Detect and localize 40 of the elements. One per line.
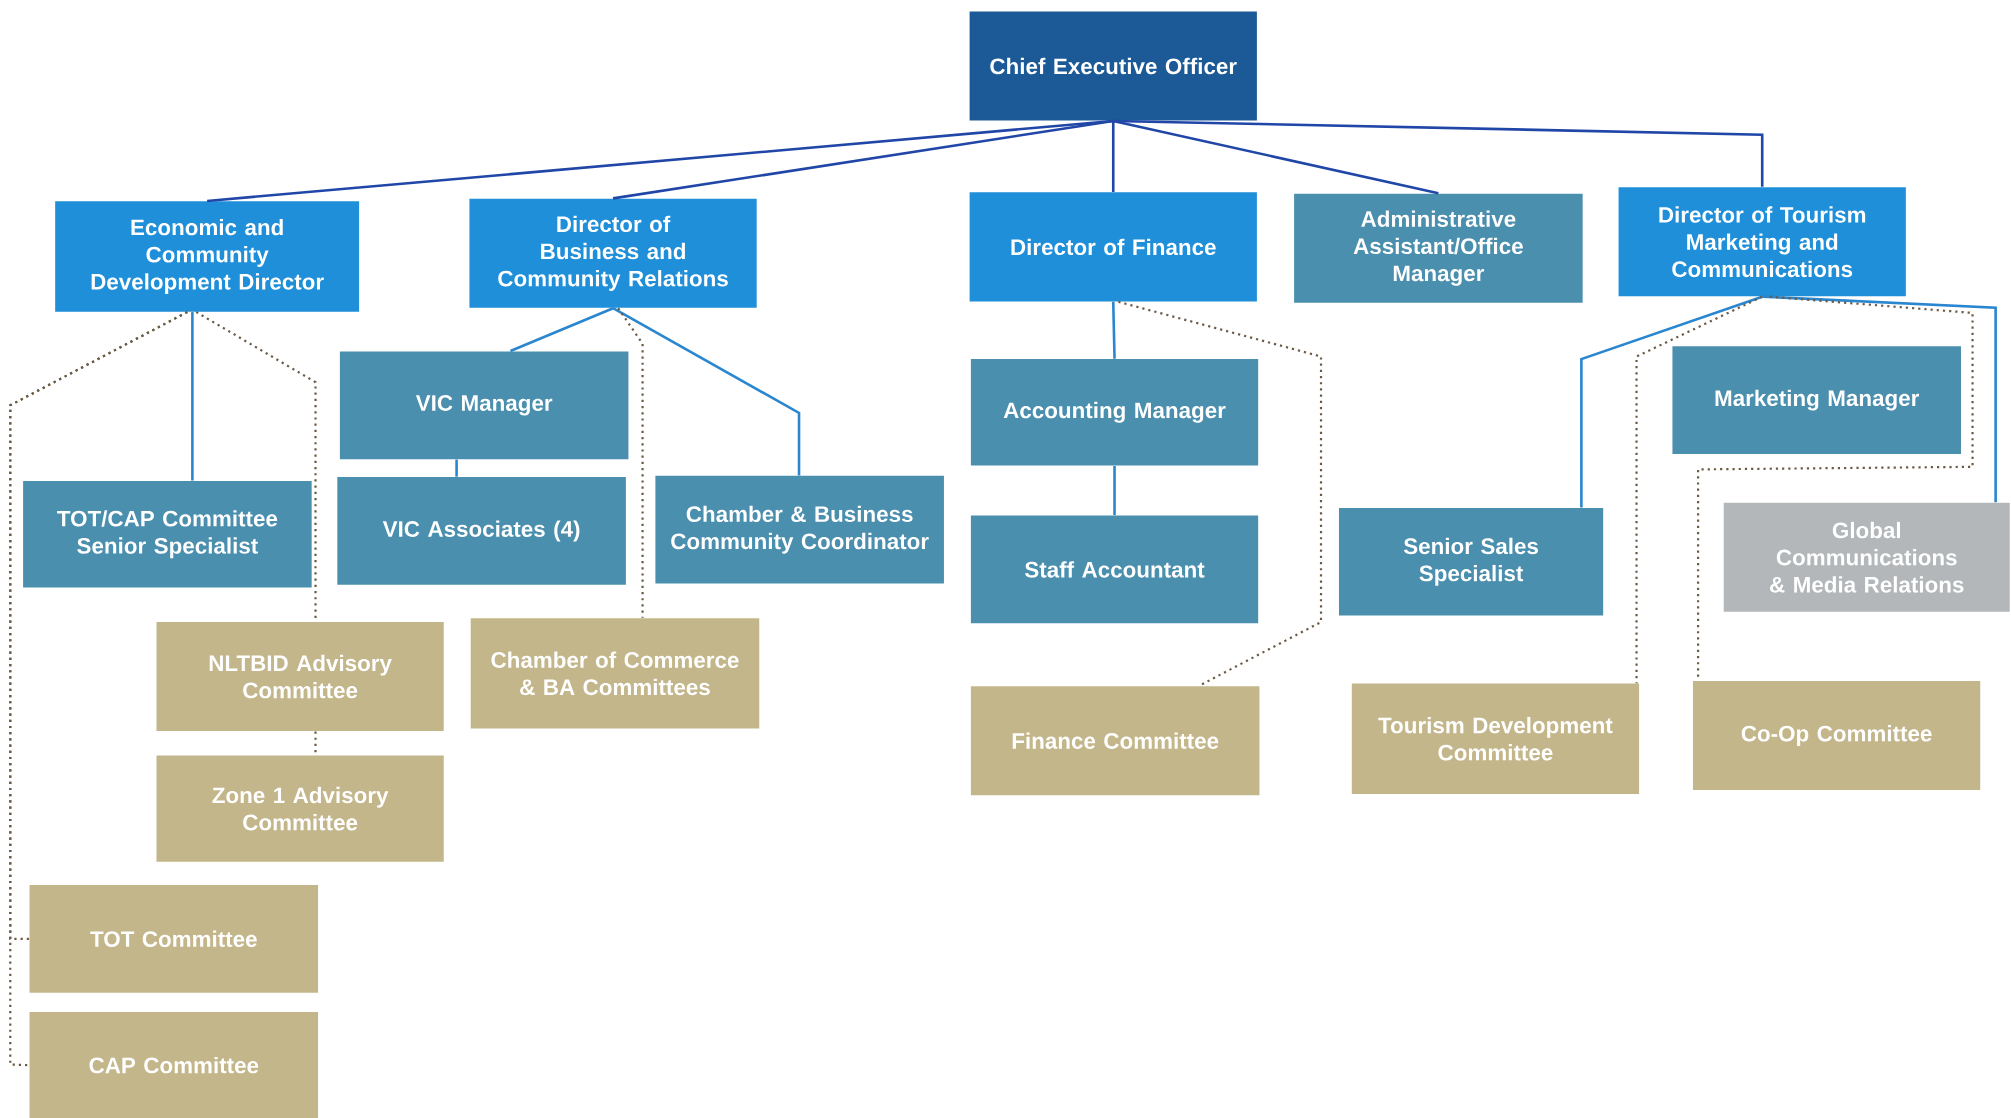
connector-line <box>191 311 194 481</box>
position-box: TOT/CAP Committee Senior Specialist <box>23 480 312 588</box>
position-box: Marketing Manager <box>1672 346 1961 454</box>
committee-box: Tourism Development Committee <box>1351 683 1640 794</box>
position-box: Chamber & Business Community Coordinator <box>655 475 944 584</box>
position-box: Global Communications & Media Relations <box>1723 502 2010 612</box>
connector-line <box>1635 295 1763 683</box>
position-box: Administrative Assistant/Office Manager <box>1294 193 1583 303</box>
executive-box: Chief Executive Officer <box>969 11 1257 121</box>
connector-line <box>1111 301 1116 359</box>
connector-line <box>509 306 614 353</box>
committee-box: Co-Op Committee <box>1692 680 1981 790</box>
connector-line <box>1113 119 1764 187</box>
position-box: Accounting Manager <box>970 358 1259 466</box>
committee-box: TOT Committee <box>29 884 319 993</box>
committee-box: Zone 1 Advisory Committee <box>156 755 444 862</box>
position-box: Senior Sales Specialist <box>1339 507 1604 616</box>
director-box: Economic and Community Development Director <box>55 201 360 312</box>
committee-box: CAP Committee <box>29 1011 319 1118</box>
connector-line <box>1113 465 1116 515</box>
connector-line <box>1112 119 1439 195</box>
connector-line <box>1580 295 1763 508</box>
committee-box: Chamber of Commerce & BA Committees <box>470 618 760 729</box>
position-box: VIC Manager <box>339 351 629 459</box>
connector-line <box>1762 295 1997 503</box>
position-box: VIC Associates (4) <box>337 476 626 585</box>
position-box: Staff Accountant <box>970 515 1259 624</box>
connector-line <box>455 459 458 477</box>
connector-line <box>612 119 1114 200</box>
connector-line <box>1111 120 1115 192</box>
committee-box: NLTBID Advisory Committee <box>156 621 444 731</box>
connector-line <box>617 307 644 618</box>
director-box: Director of Tourism Marketing and Communications <box>1618 187 1906 297</box>
connector-line <box>612 306 801 476</box>
connector-line <box>314 731 317 755</box>
committee-box: Finance Committee <box>970 685 1260 795</box>
director-box: Director of Business and Community Relations <box>469 198 757 308</box>
connector-line <box>9 310 188 1067</box>
director-box: Director of Finance <box>969 192 1257 302</box>
connector-line <box>1118 300 1323 687</box>
